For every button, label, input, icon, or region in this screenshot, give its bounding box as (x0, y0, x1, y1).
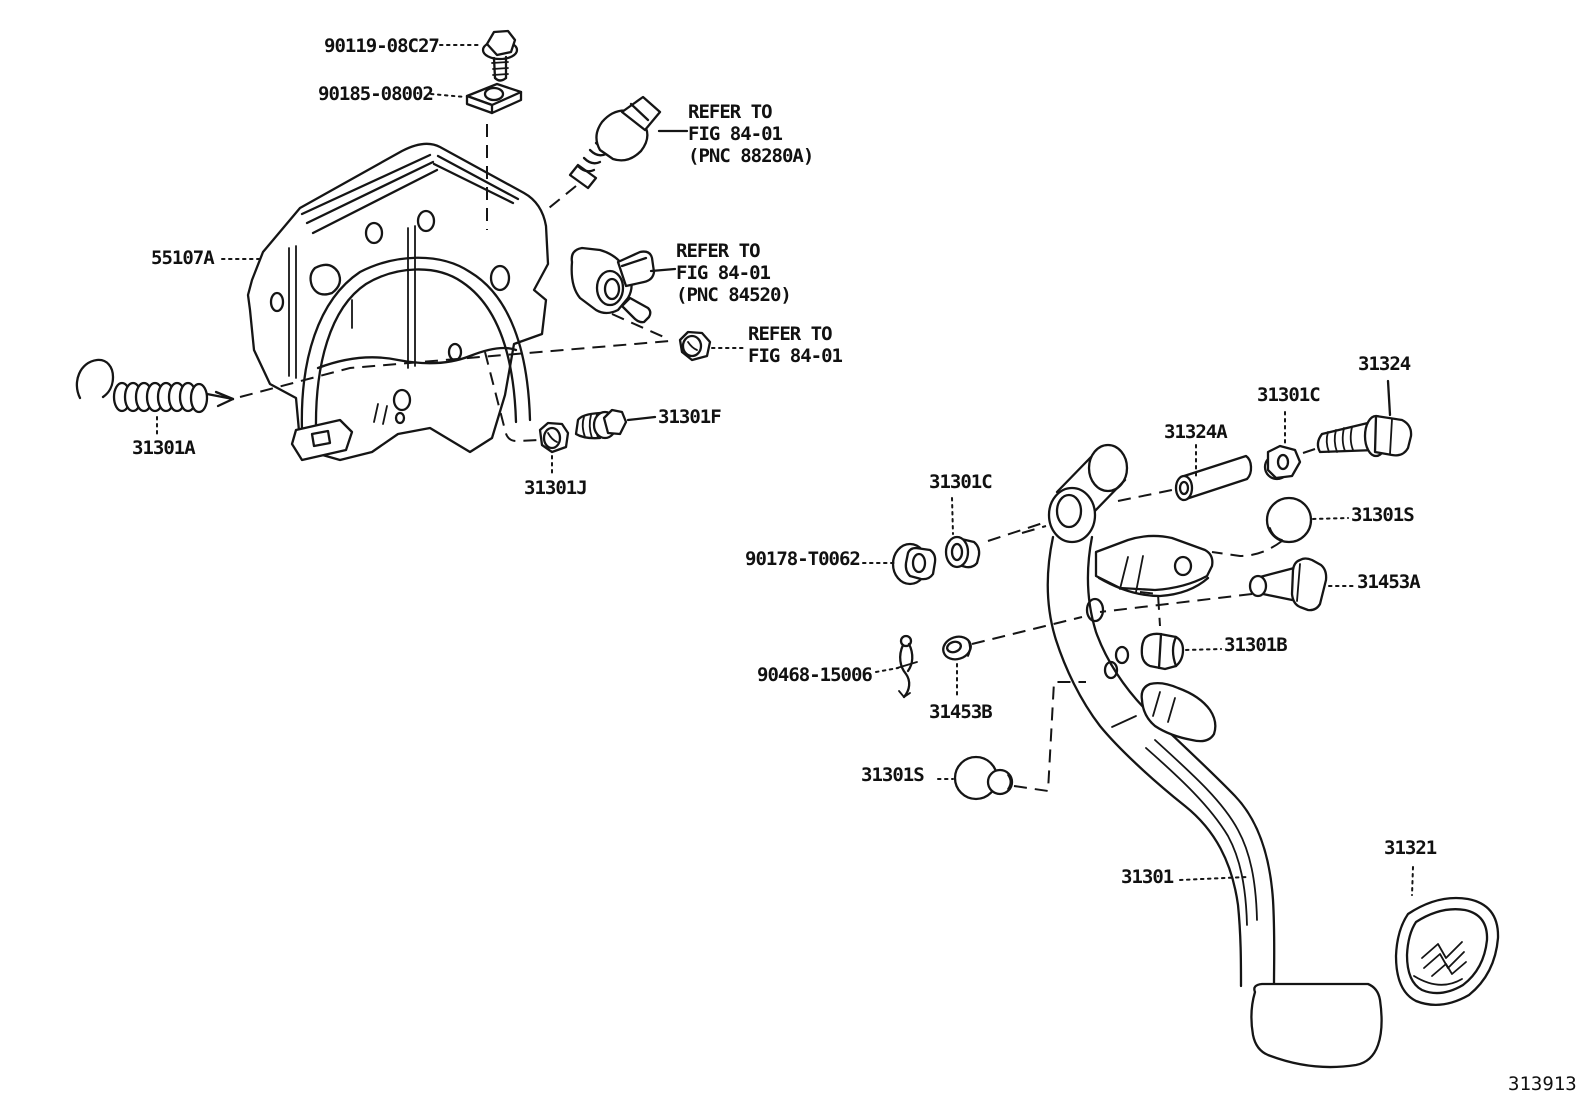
ball-31301s-upper-drawing (1265, 496, 1313, 544)
refer-note-line: FIG 84-01 (676, 262, 771, 284)
part-label-31301j: 31301J (524, 477, 588, 499)
part-label-90119-08c27: 90119-08C27 (324, 35, 440, 57)
nut-90178-drawing (891, 542, 937, 586)
part-label-31324: 31324 (1358, 353, 1411, 375)
part-label-31301c-upper: 31301C (1257, 384, 1321, 406)
part-label-31301s-upper: 31301S (1351, 504, 1415, 526)
refer-note-clutch-start-switch: REFER TO FIG 84-01 (PNC 84520) (676, 240, 792, 306)
bushing-31301b-drawing (1140, 632, 1185, 671)
part-label-31453a: 31453A (1357, 571, 1421, 593)
part-label-31301f: 31301F (658, 406, 722, 428)
clip-nut-90185-drawing (465, 82, 523, 115)
nut-31301j-drawing (538, 421, 570, 454)
bolt-90119-drawing (481, 29, 519, 82)
leader-lines (156, 44, 1414, 896)
pad-cover-31321-drawing (1394, 896, 1500, 1006)
grommet-31453b-drawing (942, 635, 972, 661)
nut-refer-drawing (678, 330, 712, 362)
refer-note-line: REFER TO (676, 240, 761, 262)
figure-number: 313913 (1508, 1073, 1577, 1095)
bolt-31301f-drawing (574, 408, 628, 440)
stop-lamp-switch-drawing (568, 95, 662, 190)
part-label-90185-08002: 90185-08002 (318, 83, 434, 105)
part-label-31321: 31321 (1384, 837, 1437, 859)
part-label-31301b: 31301B (1224, 634, 1288, 656)
refer-note-line: REFER TO (748, 323, 833, 345)
pin-31301s-lower-drawing (953, 755, 1014, 801)
refer-note-line: REFER TO (688, 101, 773, 123)
part-label-31301: 31301 (1121, 866, 1174, 888)
part-label-55107a: 55107A (151, 247, 215, 269)
refer-note-stop-lamp-switch: REFER TO FIG 84-01 (PNC 88280A) (688, 101, 814, 167)
bracket-55107a-drawing (246, 142, 550, 462)
pedal-31301-drawing (1046, 443, 1383, 1069)
part-label-31301s-lower: 31301S (861, 764, 925, 786)
refer-note-line: (PNC 88280A) (688, 145, 814, 167)
part-label-90468-15006: 90468-15006 (757, 664, 873, 686)
assembly-centerlines-right (971, 448, 1316, 793)
assembly-centerlines-left (239, 124, 671, 443)
part-label-31453b: 31453B (929, 701, 993, 723)
spring-31301a-drawing (75, 358, 235, 414)
refer-note-line: FIG 84-01 (748, 345, 843, 367)
nut-31301c-upper-drawing (1263, 444, 1302, 481)
bolt-31324-drawing (1316, 414, 1413, 458)
refer-note-line: (PNC 84520) (676, 284, 792, 306)
clutch-start-switch-drawing (570, 246, 656, 324)
part-label-90178-t0062: 90178-T0062 (745, 548, 861, 570)
clip-90468-drawing (896, 634, 918, 699)
part-label-31301c-lower: 31301C (929, 471, 993, 493)
refer-note-line: FIG 84-01 (688, 123, 783, 145)
collar-31324a-drawing (1174, 454, 1253, 502)
part-label-31324a: 31324A (1164, 421, 1228, 443)
bushing-31301c-lower-drawing (944, 535, 981, 569)
part-label-31301a: 31301A (132, 437, 196, 459)
refer-note-nut: REFER TO FIG 84-01 (748, 323, 843, 367)
pin-31453a-drawing (1248, 557, 1328, 612)
